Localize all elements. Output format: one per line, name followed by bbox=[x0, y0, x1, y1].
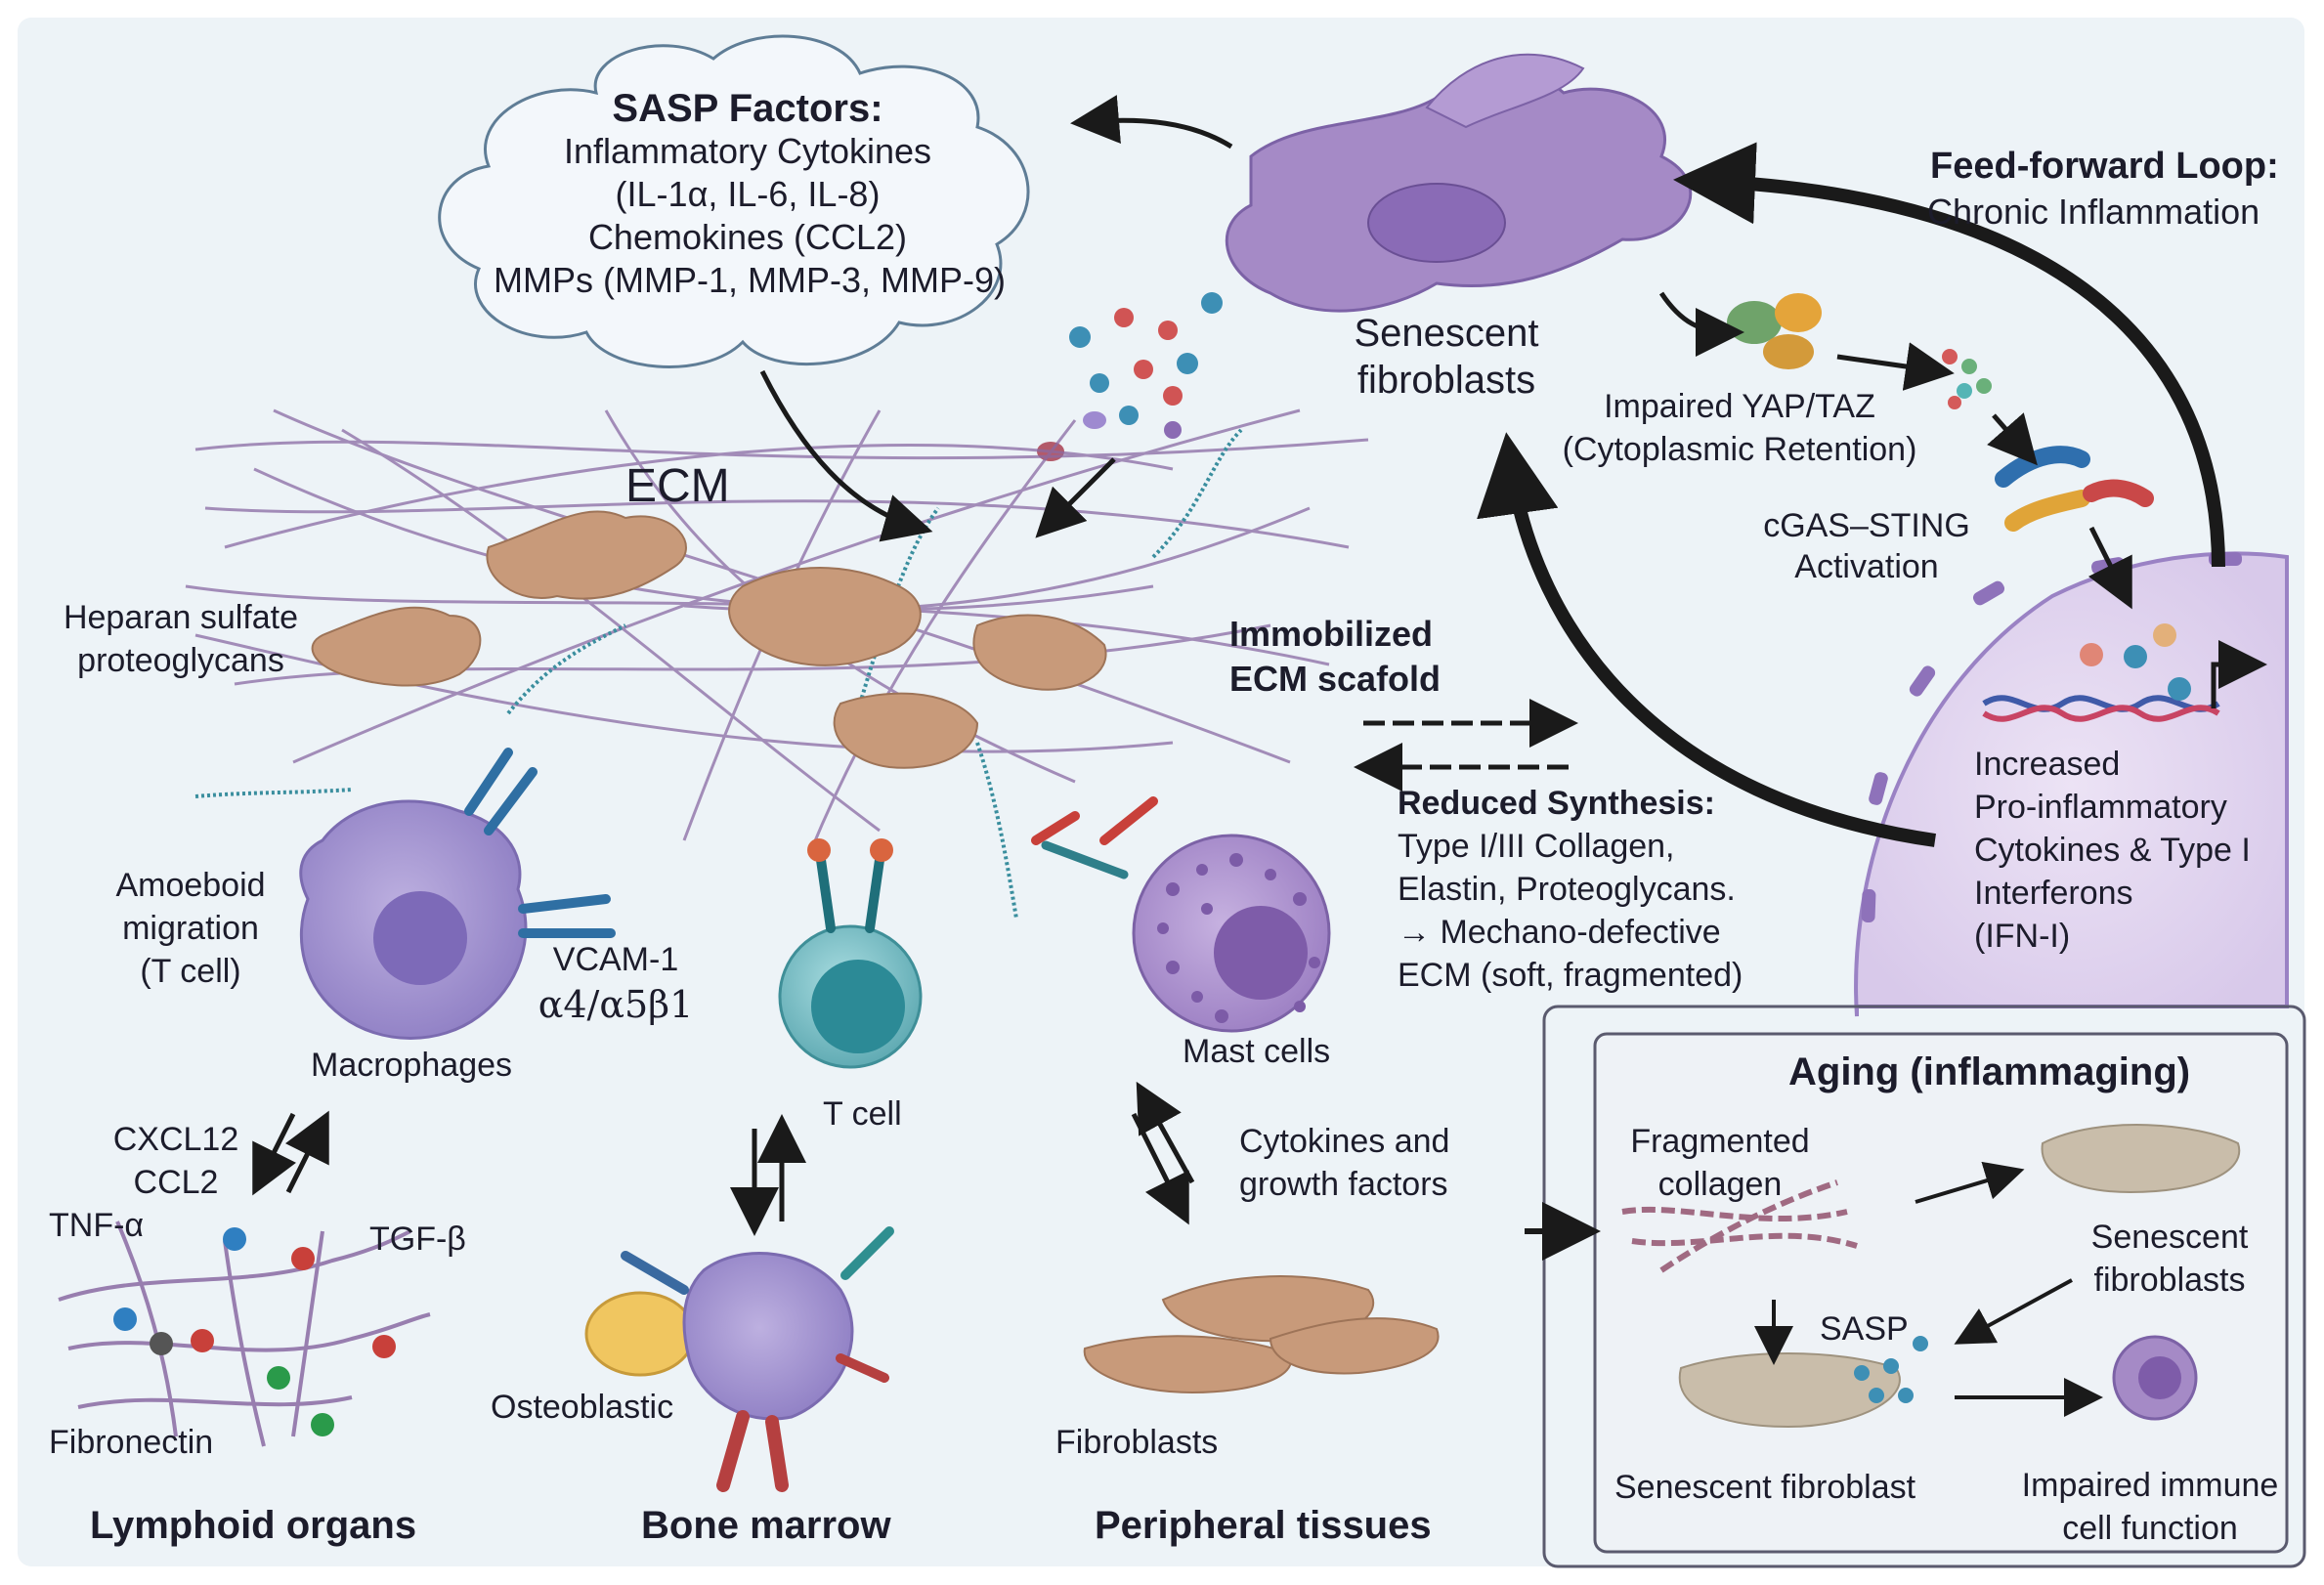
section-peripheral-tissues: Peripheral tissues bbox=[1095, 1504, 1432, 1547]
sasp-title: SASP Factors: bbox=[612, 87, 883, 130]
reduced-line-3: → Mechano-defective bbox=[1398, 914, 1721, 951]
nucleus-line-4: Interferons bbox=[1974, 875, 2133, 912]
section-lymphoid-organs: Lymphoid organs bbox=[90, 1504, 417, 1547]
aging-fragmented-1: Fragmented bbox=[1630, 1123, 1810, 1160]
tgf-label: TGF-β bbox=[369, 1221, 466, 1258]
fibronectin-network bbox=[58, 1221, 431, 1447]
mast-cell bbox=[1031, 796, 1331, 1033]
cgas-line-1: cGAS–STING bbox=[1763, 507, 1970, 544]
mast-cells-label: Mast cells bbox=[1183, 1033, 1331, 1070]
senescent-fibroblasts-label-2: fibroblasts bbox=[1356, 359, 1536, 402]
fibronectin-dots bbox=[113, 1227, 396, 1436]
aging-fragmented-2: collagen bbox=[1657, 1166, 1783, 1203]
senescent-fibroblast-cell bbox=[1225, 54, 1693, 313]
amoeboid-line-3: (T cell) bbox=[140, 953, 241, 990]
reduced-line-1: Type I/III Collagen, bbox=[1398, 828, 1675, 865]
ecm-label: ECM bbox=[625, 460, 730, 512]
arrow-sting-to-nucleus bbox=[2087, 526, 2132, 610]
tcell-label: T cell bbox=[823, 1095, 902, 1133]
bone-marrow-cell bbox=[584, 1226, 894, 1492]
macrophage-cell bbox=[299, 799, 528, 1040]
reduced-title: Reduced Synthesis: bbox=[1398, 785, 1715, 822]
heparan-line-1: Heparan sulfate bbox=[63, 599, 299, 636]
aging-senescent-2: fibroblasts bbox=[2093, 1262, 2246, 1299]
proteoglycan-chains bbox=[194, 428, 1243, 920]
cytokines-growth-line-2: growth factors bbox=[1239, 1166, 1448, 1203]
yap-taz-line-1: Impaired YAP/TAZ bbox=[1604, 388, 1875, 425]
amoeboid-line-1: Amoeboid bbox=[115, 867, 266, 904]
amoeboid-line-2: migration bbox=[122, 910, 259, 947]
vcam-line-1: VCAM-1 bbox=[552, 941, 679, 978]
nucleus-line-2: Pro-inflammatory bbox=[1974, 789, 2227, 826]
feed-forward-title: Feed-forward Loop: bbox=[1930, 146, 2279, 187]
sasp-line-4: MMPs (MMP-1, MMP-3, MMP-9) bbox=[494, 260, 1006, 300]
arrow-feedforward-loop bbox=[1673, 142, 2225, 568]
chemokines-line-2: CCL2 bbox=[133, 1164, 219, 1201]
aging-box bbox=[1542, 1005, 2306, 1568]
macrophages-label: Macrophages bbox=[311, 1047, 513, 1084]
arrow-yap-to-dots bbox=[1836, 342, 1955, 391]
arrow-collagen-to-senescent bbox=[1915, 1161, 2025, 1204]
section-bone-marrow: Bone marrow bbox=[641, 1504, 891, 1547]
nucleus-line-5: (IFN-I) bbox=[1974, 918, 2071, 955]
arrow-peripheral-up bbox=[1136, 1081, 1195, 1184]
reduced-line-2: Elastin, Proteoglycans. bbox=[1398, 871, 1736, 908]
aging-senescent-fibroblast: Senescent fibroblast bbox=[1614, 1469, 1916, 1506]
nucleus-line-3: Cytokines & Type I bbox=[1974, 832, 2251, 869]
chemokines-line-1: CXCL12 bbox=[112, 1121, 239, 1158]
cytokines-growth-line-1: Cytokines and bbox=[1239, 1123, 1450, 1160]
arrow-macro-up bbox=[284, 1110, 329, 1194]
fibroblasts-label: Fibroblasts bbox=[1055, 1424, 1219, 1461]
cgas-sting-icon bbox=[1995, 446, 2154, 532]
aging-title: Aging (inflammaging) bbox=[1788, 1050, 2191, 1093]
arrow-cloud-to-ecm bbox=[759, 369, 933, 542]
yap-taz-line-2: (Cytoplasmic Retention) bbox=[1562, 431, 1917, 468]
ecm-fibroblasts bbox=[311, 510, 1440, 1394]
feed-forward-subtitle: Chronic Inflammation bbox=[1927, 192, 2260, 232]
cgas-dots bbox=[1942, 349, 1992, 409]
senescent-fibroblasts-label-1: Senescent bbox=[1354, 312, 1539, 355]
arrow-dots-to-sting bbox=[1987, 412, 2038, 466]
aging-sasp: SASP bbox=[1820, 1310, 1909, 1348]
sasp-line-2: (IL-1α, IL-6, IL-8) bbox=[615, 174, 881, 214]
arrow-particles-to-ecm bbox=[1035, 457, 1116, 538]
vcam-line-2: α4/α5β1 bbox=[538, 983, 694, 1026]
aging-impaired-1: Impaired immune bbox=[2021, 1467, 2279, 1504]
arrow-senescent-to-sasp bbox=[1954, 1278, 2073, 1345]
aging-senescent-1: Senescent bbox=[2090, 1219, 2249, 1256]
nucleus-line-1: Increased bbox=[1974, 746, 2121, 783]
nucleus-panel bbox=[1854, 551, 2289, 1017]
arrows bbox=[252, 95, 2225, 1417]
arrow-cell-to-yap bbox=[1658, 291, 1744, 357]
vcam-receptors bbox=[464, 748, 616, 938]
sasp-cloud bbox=[438, 34, 1030, 368]
aging-impaired-2: cell function bbox=[2062, 1510, 2238, 1547]
sasp-line-1: Inflammatory Cytokines bbox=[563, 131, 932, 171]
reduced-line-4: ECM (soft, fragmented) bbox=[1398, 957, 1743, 994]
t-cell bbox=[778, 838, 923, 1069]
cgas-line-2: Activation bbox=[1794, 548, 1939, 585]
tnf-label: TNF-α bbox=[49, 1207, 145, 1244]
fibronectin-label: Fibronectin bbox=[49, 1424, 214, 1461]
osteoblastic-label: Osteoblastic bbox=[491, 1389, 674, 1426]
heparan-line-2: proteoglycans bbox=[77, 642, 284, 679]
arrow-nucleus-to-fibroblast bbox=[1477, 432, 1936, 847]
scaffold-line-2: ECM scafold bbox=[1229, 659, 1442, 699]
arrow-to-sasp-cloud bbox=[1070, 95, 1233, 150]
sasp-particles bbox=[1037, 292, 1223, 461]
scaffold-line-1: Immobilized bbox=[1229, 614, 1434, 654]
sasp-line-3: Chemokines (CCL2) bbox=[587, 217, 908, 257]
